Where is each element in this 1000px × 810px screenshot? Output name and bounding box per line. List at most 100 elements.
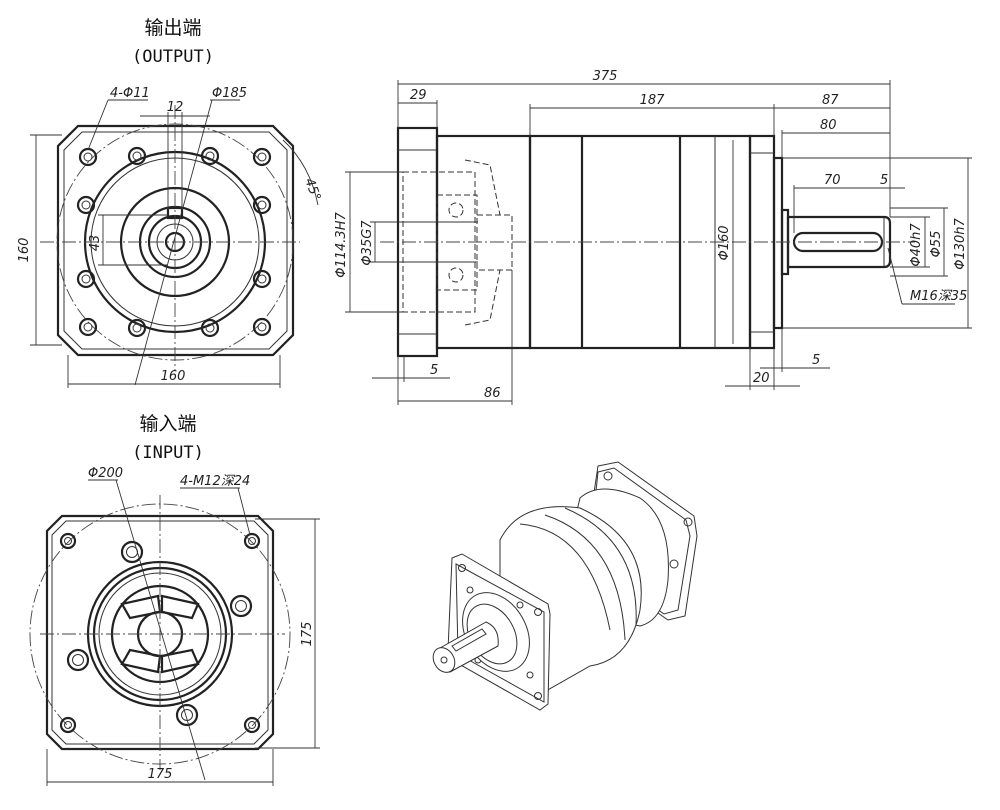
iso-keyway (451, 628, 487, 652)
side-dim-87: 87 (774, 93, 890, 109)
side-leader-thread: M16深35 (887, 247, 967, 305)
iso-hole (466, 586, 474, 594)
output-view: 输出端 (OUTPUT) (17, 17, 323, 388)
input-hole (59, 716, 77, 734)
input-leader-holes: 4-M12深24 (180, 474, 251, 536)
output-dim-160-h: 160 (67, 355, 281, 388)
output-title: 输出端 (144, 17, 201, 39)
dim-label: M16深35 (910, 289, 967, 304)
side-dim-shoulder: Φ55 (890, 207, 948, 277)
dim-label: Φ114.3H7 (334, 212, 349, 278)
isometric-view (432, 461, 698, 711)
bolt-hole (200, 318, 220, 338)
hidden-hole (448, 202, 464, 218)
bolt-hole (127, 318, 147, 338)
side-output-shaft (786, 215, 892, 269)
output-angle-45: 45° (282, 139, 323, 206)
dim-label: 5 (880, 173, 888, 188)
dim-label: Φ40h7 (909, 223, 924, 267)
side-view: 375 29 187 87 80 70 (334, 69, 972, 405)
side-dim-input-bore: Φ114.3H7 (334, 171, 403, 313)
input-view: 输入端 (INPUT) Φ20 (29, 413, 320, 786)
input-clamp-slot (160, 594, 200, 620)
dim-label: 5 (812, 353, 820, 368)
iso-hole (534, 608, 542, 616)
side-dim-input-shaft: Φ35G7 (360, 220, 478, 266)
output-leader-holes: 4-Φ11 (87, 86, 150, 151)
output-flange-outline (56, 124, 295, 357)
dim-label: 187 (640, 93, 666, 108)
dim-label: Φ185 (212, 86, 247, 101)
iso-hole (458, 564, 466, 572)
output-bolt-holes (76, 146, 272, 338)
bolt-hole (78, 317, 98, 337)
iso-body-ring (564, 507, 637, 626)
side-pilot (772, 156, 784, 330)
dim-label: 70 (824, 173, 841, 188)
side-dim-29: 29 (398, 88, 438, 128)
bolt-hole (252, 269, 272, 289)
iso-hole (683, 517, 693, 527)
hidden-hole (448, 267, 464, 283)
dim-label: 375 (593, 69, 618, 84)
side-dim-shaft: Φ40h7 (890, 216, 930, 268)
bolt-hole (200, 146, 220, 166)
dim-label: Φ160 (717, 225, 732, 260)
dim-label: 29 (410, 88, 427, 103)
iso-hole (516, 601, 524, 609)
input-holes (59, 532, 261, 734)
dim-label: 12 (167, 100, 184, 115)
side-dim-5-right: 5 (880, 173, 905, 189)
hidden-input-coupling (436, 194, 478, 291)
iso-shaft-hole (440, 656, 448, 664)
input-flange-inner-outline (51, 520, 269, 745)
dim-label: 20 (753, 371, 770, 386)
output-leader-pcd: Φ185 (134, 86, 247, 386)
input-subtitle: (INPUT) (132, 443, 204, 463)
dim-label: 45° (301, 176, 323, 203)
input-hole (66, 648, 90, 672)
dim-label: 175 (148, 767, 173, 782)
bolt-hole (127, 146, 147, 166)
bolt-hole (252, 147, 272, 167)
input-hole (175, 703, 199, 727)
input-title: 输入端 (139, 413, 196, 435)
output-dim-12: 12 (140, 100, 210, 210)
input-leader-pcd: Φ200 (88, 466, 206, 781)
output-dim-43: 43 (88, 214, 168, 266)
side-dim-80: 80 (781, 118, 890, 158)
dim-label: 5 (430, 363, 438, 378)
iso-shaft-end (432, 647, 456, 673)
side-dim-5-output: 5 (760, 328, 830, 372)
input-hole (243, 532, 261, 550)
input-dim-175-v: 175 (255, 518, 320, 749)
dim-label: Φ200 (88, 466, 123, 481)
input-flange-outline (45, 514, 275, 751)
side-dim-5-input: 5 (372, 356, 450, 382)
side-dim-187: 187 (529, 93, 775, 136)
side-dim-20: 20 (725, 348, 800, 390)
hidden-line (464, 159, 501, 216)
dim-label: 87 (822, 93, 839, 108)
iso-body-ring (519, 523, 611, 631)
dim-label: Φ35G7 (360, 220, 375, 266)
dim-label: 160 (161, 369, 186, 384)
bolt-hole (76, 195, 96, 215)
hidden-input-shaft (476, 214, 513, 271)
dim-label: Φ55 (929, 231, 944, 258)
input-hole (243, 716, 261, 734)
bolt-hole (252, 195, 272, 215)
input-clamp-slot (160, 648, 200, 674)
side-dim-375: 375 (397, 69, 891, 217)
bolt-hole (76, 269, 96, 289)
input-hole (229, 594, 253, 618)
side-dim-86: 86 (397, 270, 513, 405)
dim-label: 43 (88, 235, 103, 252)
hidden-line (464, 269, 501, 326)
input-dim-175-h: 175 (46, 749, 274, 786)
dim-label: 4-Φ11 (110, 86, 150, 101)
side-dim-70: 70 (793, 173, 882, 233)
iso-hole (603, 471, 613, 481)
dim-label: Φ130h7 (953, 217, 968, 269)
